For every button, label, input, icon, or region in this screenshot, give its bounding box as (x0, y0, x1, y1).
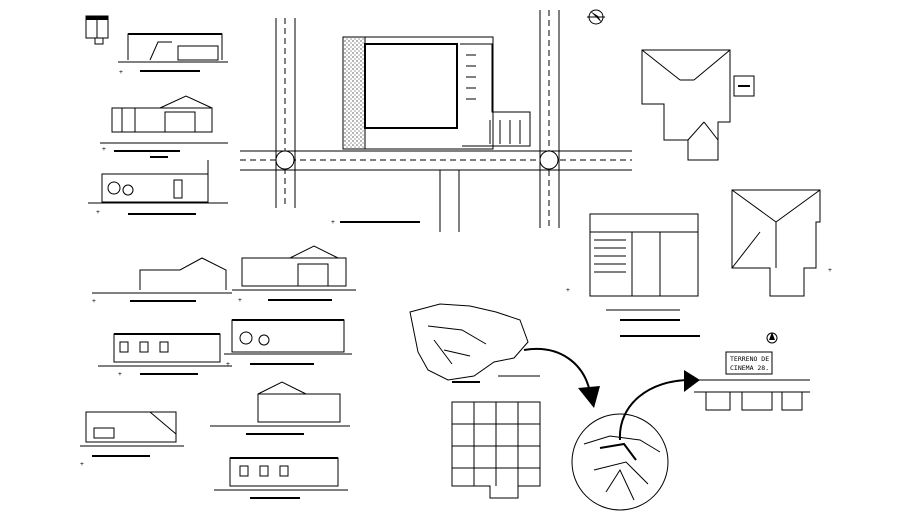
svg-text:+: + (80, 460, 84, 468)
svg-text:+: + (226, 360, 230, 368)
section-drawing: + (80, 411, 184, 468)
country-map (409, 303, 540, 383)
elevation-pediment-house: + (100, 95, 228, 158)
north-arrow-icon (587, 9, 605, 25)
grid-map (451, 401, 541, 499)
city-detail-circle (571, 413, 669, 511)
elevation-section-trees: + (88, 160, 228, 216)
location-arrow-2 (618, 370, 700, 441)
svg-text:+: + (238, 296, 242, 304)
elevation-front-porch: + (232, 245, 356, 304)
plan-hatching (594, 239, 626, 273)
svg-text:+: + (331, 218, 335, 226)
svg-text:+: + (828, 266, 832, 274)
elevation-bottom-block (214, 457, 348, 499)
small-plan-thumbnail (85, 15, 109, 45)
parking-stalls (466, 54, 521, 144)
svg-text:+: + (119, 68, 123, 76)
location-arrow-1 (523, 347, 600, 408)
elevation-side-a: + (92, 257, 232, 305)
svg-text:+: + (118, 370, 122, 378)
terrain-label-line1: TERRENO DE (730, 355, 769, 363)
north-arrow-small-icon (766, 332, 778, 344)
terrain-label-line2: CINEMA 28. (730, 364, 769, 372)
elevation-long-facade-2: + (224, 319, 352, 368)
roof-plan-top (641, 49, 755, 161)
svg-text:+: + (102, 145, 106, 153)
elevation-garage: + (118, 33, 228, 76)
roof-plan-right: + (731, 189, 832, 297)
svg-text:+: + (92, 297, 96, 305)
elevation-gable (210, 381, 350, 435)
floor-plan-detailed: + (566, 213, 700, 337)
site-plan: + (240, 10, 632, 232)
svg-text:+: + (96, 208, 100, 216)
terrain-street-plan (694, 351, 810, 411)
elevation-long-facade: + (98, 333, 232, 378)
svg-text:+: + (566, 286, 570, 294)
